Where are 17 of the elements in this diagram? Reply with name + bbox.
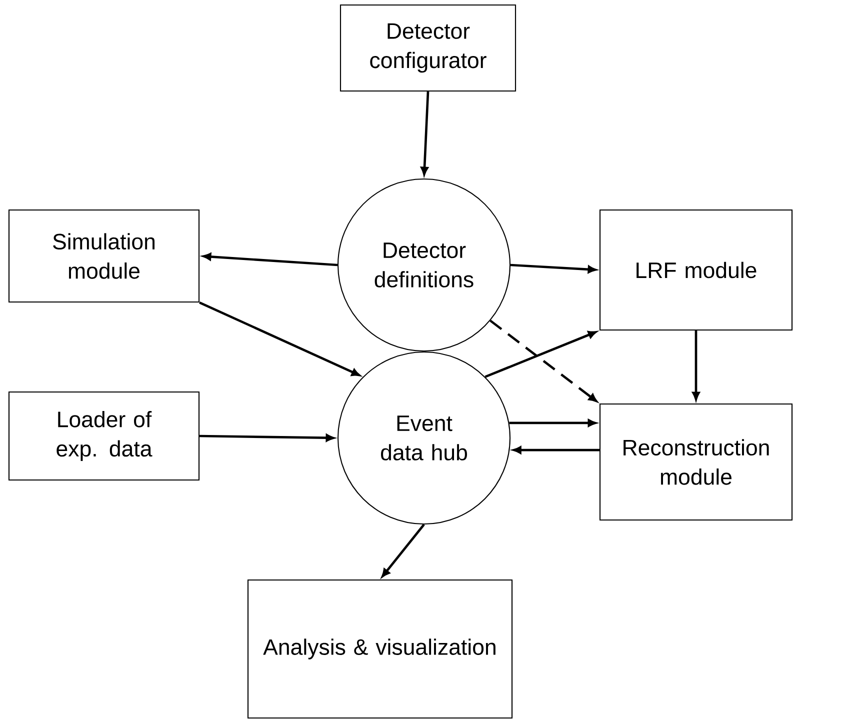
arrow: [490, 320, 598, 402]
module-box: Reconstruction module: [599, 403, 793, 521]
arrow: [513, 446, 600, 454]
arrow: [199, 301, 360, 376]
module-box: Loader of exp. data: [8, 391, 200, 481]
arrow: [509, 419, 596, 427]
module-box: Simulation module: [8, 209, 200, 303]
arrow: [202, 252, 338, 266]
arrow: [200, 434, 334, 442]
arrow: [382, 524, 425, 578]
arrow: [692, 330, 700, 400]
module-box: Analysis & visualization: [247, 579, 513, 719]
arrow: [484, 330, 596, 378]
module-box: LRF module: [599, 209, 793, 331]
arrow: [420, 91, 430, 176]
module-box: Detector configurator: [340, 4, 516, 92]
arrow: [510, 264, 596, 274]
